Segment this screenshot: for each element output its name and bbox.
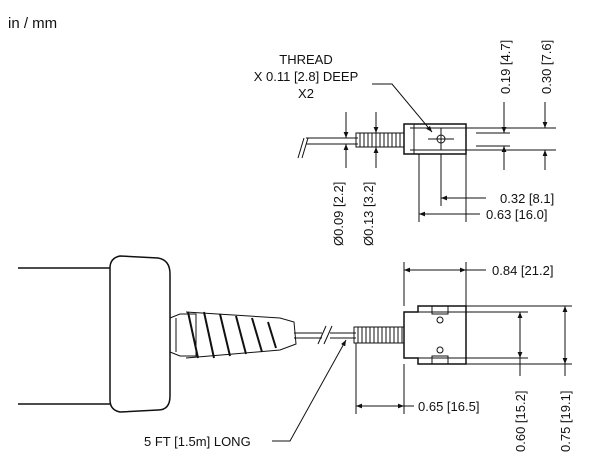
dim-0-30: 0.30 [7.6] [539,40,554,94]
units-label: in / mm [8,15,57,32]
dim-0-32: 0.32 [8.1] [500,191,554,206]
sensor-head-main [403,305,467,365]
thread-hatching-main [357,327,403,343]
dim-0-75: 0.75 [19.1] [558,391,573,452]
dim-dia-0-09: Ø0.09 [2.2] [331,182,346,246]
dim-0-19: 0.19 [4.7] [498,40,513,94]
dim-0-65: 0.65 [16.5] [418,399,479,414]
strain-relief [169,311,297,359]
dim-0-84: 0.84 [21.2] [492,263,553,278]
thread-note-line1: THREAD [279,52,332,67]
thread-note-line2: X 0.11 [2.8] DEEP [254,69,359,84]
dim-dia-0-13: Ø0.13 [3.2] [361,182,376,246]
bottom-main-view: 0.84 [21.2] 0.65 [16.5] 0.60 [15.2] 0.75… [18,255,573,452]
dim-0-60: 0.60 [15.2] [513,391,528,452]
dim-0-63: 0.63 [16.0] [486,207,547,222]
connector-body [18,267,121,405]
cable-length-note: 5 FT [1.5m] LONG [144,434,251,449]
thread-hatching [359,133,405,147]
connector-collar [109,255,171,413]
top-detail-view: THREAD X 0.11 [2.8] DEEP X2 0.19 [4.7] 0… [254,40,556,246]
thread-note-line3: X2 [298,86,314,101]
